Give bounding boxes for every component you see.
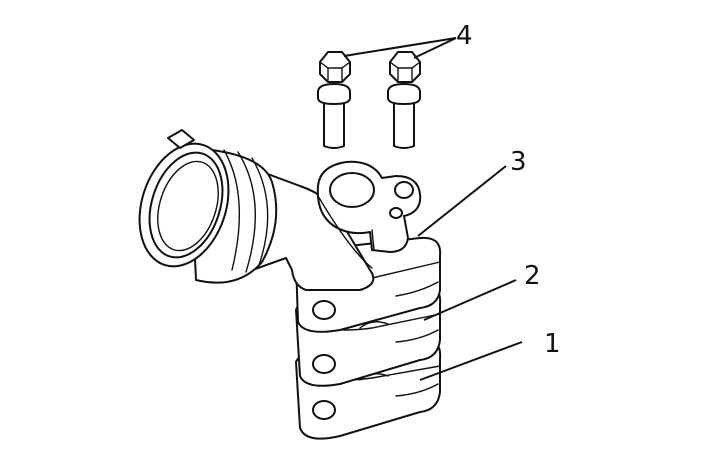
intake-elbow-part — [138, 129, 422, 291]
callout-1: 1 — [544, 329, 561, 359]
leader-4-right — [413, 37, 457, 59]
callout-3: 3 — [510, 147, 527, 177]
bolt-left — [317, 51, 351, 149]
leader-4-left — [343, 37, 457, 57]
callout-4: 4 — [456, 21, 473, 51]
leader-1 — [419, 341, 523, 381]
leader-2 — [423, 279, 517, 321]
leader-lines — [343, 37, 523, 381]
callout-2: 2 — [524, 261, 541, 291]
bolt-right — [387, 51, 421, 149]
leader-3 — [417, 165, 507, 237]
